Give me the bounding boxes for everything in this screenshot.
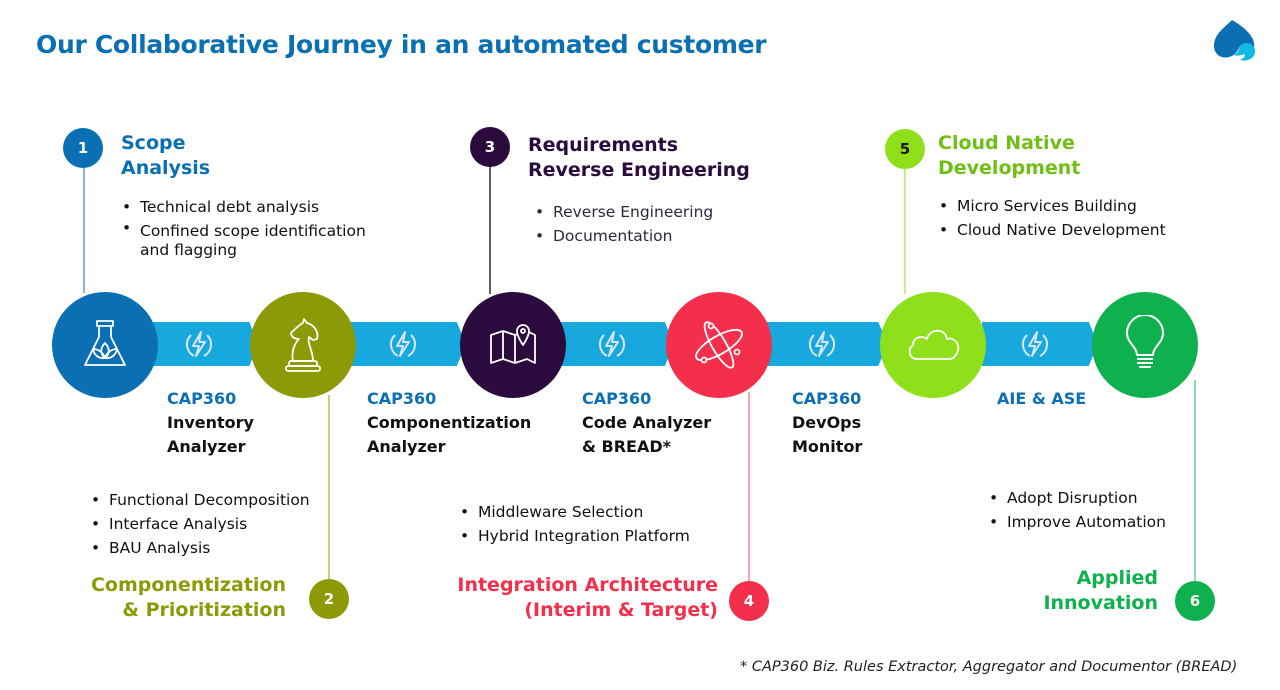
- phase3-bullets: Reverse Engineering Documentation: [533, 200, 773, 248]
- phase2-node: [250, 292, 356, 398]
- phase5-title: Cloud Native Development: [938, 131, 1080, 181]
- phase4-connector-line: [748, 392, 750, 582]
- list-item: Confined scope identification and flaggi…: [120, 219, 390, 260]
- lightning-bolt-circle-icon: [185, 331, 213, 357]
- phase4-number-badge: 4: [729, 581, 769, 621]
- tool-label-5: AIE & ASE: [997, 387, 1086, 411]
- connector-arrow-5: [982, 322, 1098, 366]
- phase3-node: [460, 292, 566, 398]
- phase4-title-line2: (Interim & Target): [524, 599, 718, 621]
- phase1-connector-line: [83, 165, 85, 293]
- list-item: Adopt Disruption: [987, 486, 1207, 510]
- phase3-title: Requirements Reverse Engineering: [528, 133, 750, 183]
- phase1-title-line2: Analysis: [121, 157, 211, 179]
- light-bulb-icon: [1126, 315, 1164, 368]
- list-item: Improve Automation: [987, 510, 1207, 534]
- tool-label-2: CAP360 Componentization Analyzer: [367, 387, 531, 459]
- phase1-title-line1: Scope: [121, 132, 186, 154]
- tool-label-4: CAP360 DevOps Monitor: [792, 387, 862, 459]
- tool-brand: CAP360: [167, 389, 237, 408]
- tool-label-3: CAP360 Code Analyzer & BREAD*: [582, 387, 711, 459]
- tool-brand: CAP360: [367, 389, 437, 408]
- list-item: Technical debt analysis: [120, 195, 390, 219]
- phase4-node: [666, 292, 772, 398]
- phase1-node: [52, 292, 158, 398]
- phase2-title-line2: & Prioritization: [122, 599, 286, 621]
- phase3-title-line2: Reverse Engineering: [528, 159, 750, 181]
- phase4-title: Integration Architecture (Interim & Targ…: [420, 573, 718, 623]
- phase1-number-badge: 1: [63, 128, 103, 168]
- phase3-number-badge: 3: [470, 127, 510, 167]
- phase6-connector-line: [1194, 380, 1196, 582]
- phase5-title-line1: Cloud Native: [938, 132, 1075, 154]
- connector-arrow-1: [150, 322, 258, 366]
- phase6-number-badge: 6: [1175, 581, 1215, 621]
- chess-knight-icon: [285, 318, 321, 372]
- connector-arrow-2: [350, 322, 466, 366]
- phase6-title: Applied Innovation: [960, 566, 1158, 616]
- phase6-title-line1: Applied: [1076, 567, 1158, 589]
- list-item: Micro Services Building: [937, 194, 1197, 218]
- page-title: Our Collaborative Journey in an automate…: [36, 30, 767, 59]
- phase1-bullets: Technical debt analysis Confined scope i…: [120, 195, 390, 260]
- lightning-bolt-circle-icon: [1021, 331, 1049, 357]
- phase5-node: [880, 292, 986, 398]
- list-item: Cloud Native Development: [937, 218, 1197, 242]
- tool-label-1: CAP360 Inventory Analyzer: [167, 387, 254, 459]
- tool-brand: CAP360: [582, 389, 652, 408]
- list-item: Interface Analysis: [89, 512, 349, 536]
- connector-arrow-4: [766, 322, 888, 366]
- lightning-bolt-circle-icon: [598, 331, 626, 357]
- tool-name-line2: Analyzer: [167, 437, 246, 456]
- phase5-bullets: Micro Services Building Cloud Native Dev…: [937, 194, 1197, 242]
- phase1-title: Scope Analysis: [121, 131, 210, 181]
- footnote: * CAP360 Biz. Rules Extractor, Aggregato…: [740, 659, 1238, 675]
- phase5-connector-line: [904, 168, 906, 294]
- phase6-node: [1092, 292, 1198, 398]
- tool-name-line1: DevOps: [792, 413, 862, 432]
- tool-brand: CAP360: [792, 389, 862, 408]
- phase6-title-line2: Innovation: [1043, 592, 1158, 614]
- phase2-title-line1: Componentization: [90, 574, 286, 596]
- connector-arrow-3: [560, 322, 674, 366]
- lightning-bolt-circle-icon: [808, 331, 836, 357]
- lightning-bolt-circle-icon: [389, 331, 417, 357]
- tool-name-line2: Analyzer: [367, 437, 446, 456]
- phase4-bullets: Middleware Selection Hybrid Integration …: [458, 500, 738, 548]
- tool-name-line2: & BREAD*: [582, 437, 671, 456]
- tool-name-line2: Monitor: [792, 437, 863, 456]
- tool-name-line1: Code Analyzer: [582, 413, 712, 432]
- list-item: Reverse Engineering: [533, 200, 773, 224]
- phase2-title: Componentization & Prioritization: [60, 573, 286, 623]
- phase5-number-badge: 5: [885, 129, 925, 169]
- phase5-title-line2: Development: [938, 157, 1081, 179]
- tool-name-line1: Componentization: [367, 413, 532, 432]
- cloud-icon: [908, 329, 960, 360]
- list-item: Middleware Selection: [458, 500, 738, 524]
- phase3-title-line1: Requirements: [528, 134, 679, 156]
- phase6-bullets: Adopt Disruption Improve Automation: [987, 486, 1207, 534]
- phase2-number-badge: 2: [309, 579, 349, 619]
- list-item: Hybrid Integration Platform: [458, 524, 738, 548]
- map-pin-icon: [490, 324, 536, 364]
- flask-plant-icon: [84, 320, 126, 366]
- list-item: BAU Analysis: [89, 536, 349, 560]
- phase3-connector-line: [489, 166, 491, 294]
- spade-logo-icon: [1214, 20, 1256, 61]
- tool-name-line1: Inventory: [167, 413, 254, 432]
- atom-icon: [695, 321, 743, 369]
- list-item: Functional Decomposition: [89, 488, 349, 512]
- phase2-bullets: Functional Decomposition Interface Analy…: [89, 488, 349, 560]
- phase4-title-line1: Integration Architecture: [457, 574, 718, 596]
- list-item: Documentation: [533, 224, 773, 248]
- tool-brand: AIE & ASE: [997, 389, 1087, 408]
